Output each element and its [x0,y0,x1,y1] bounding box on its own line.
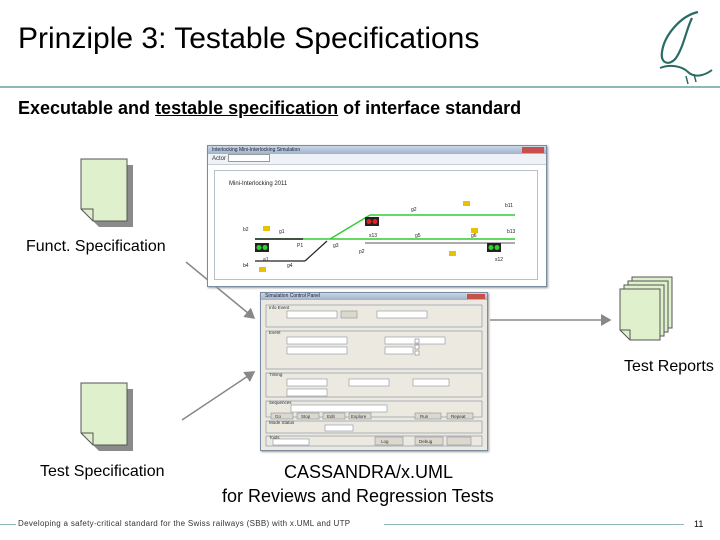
svg-text:g2: g2 [411,207,417,213]
title-divider [0,86,720,88]
simulator-window: Interlocking Mini-Interlocking Simulatio… [207,145,547,287]
svg-text:P1: P1 [297,243,303,249]
svg-text:Edit: Edit [327,414,336,419]
cassandra-dialog: Simulation Control Panel [260,292,488,451]
slide-subtitle: Executable and testable specification of… [18,98,521,119]
simulator-toolbar: Actor [208,154,546,165]
svg-text:Go: Go [275,414,282,419]
subtitle-suffix: of interface standard [338,98,522,118]
svg-text:g3: g3 [333,243,339,249]
svg-text:b11: b11 [505,203,513,209]
svg-text:g6: g6 [471,233,477,239]
reviews-label: for Reviews and Regression Tests [222,486,494,506]
svg-text:p2: p2 [359,249,365,255]
test-reports-label: Test Reports [624,358,714,375]
footer-rule-right [384,524,684,525]
slide-title: Prinziple 3: Testable Specifications [18,22,480,55]
svg-text:g4: g4 [287,263,293,269]
svg-text:Run: Run [420,414,429,419]
dialog-titlebar: Simulation Control Panel [261,293,487,300]
canvas-title: Mini-Interlocking 2011 [229,181,288,187]
subtitle-prefix: Executable and [18,98,156,118]
svg-text:Debug: Debug [419,439,433,444]
svg-text:Mode Status: Mode Status [269,420,295,425]
svg-text:Event: Event [269,330,281,335]
svg-text:Stop: Stop [301,414,311,419]
svg-text:s13: s13 [369,233,377,239]
footer-text: Developing a safety-critical standard fo… [18,519,351,528]
test-reports-stack-icon [619,276,673,341]
arrow-testspec-to-tool [181,371,256,421]
svg-text:Repeat: Repeat [451,414,466,419]
svg-text:b13: b13 [507,229,516,235]
svg-text:s12: s12 [495,257,503,263]
signature-logo [659,10,713,84]
funct-spec-label: Funct. Specification [26,238,166,255]
funct-spec-document-icon [80,158,133,227]
page-number: 11 [694,519,704,529]
svg-text:Info Event: Info Event [269,305,290,310]
svg-text:Explore: Explore [351,414,367,419]
window-controls[interactable] [522,147,544,153]
subtitle-underlined: testable specification [155,98,339,118]
svg-text:Log: Log [381,439,389,444]
svg-text:b2: b2 [243,227,249,233]
svg-text:Sequences: Sequences [269,400,292,405]
simulator-titlebar: Interlocking Mini-Interlocking Simulatio… [208,146,546,154]
test-spec-label: Test Specification [40,463,165,480]
dialog-window-controls[interactable] [467,294,485,299]
test-spec-document-icon [80,382,133,451]
footer-rule-left [0,524,16,525]
actor-select[interactable] [227,154,270,163]
svg-text:b4: b4 [243,263,249,269]
svg-text:g5: g5 [415,233,421,239]
actor-label: Actor [212,156,227,162]
svg-text:Tools: Tools [269,435,280,440]
arrow-funct-to-tool [185,261,256,319]
svg-text:a1: a1 [263,257,269,263]
svg-text:g1: g1 [279,229,285,235]
svg-text:Timing: Timing [269,372,283,377]
cassandra-label: CASSANDRA/x.UML [284,462,454,482]
